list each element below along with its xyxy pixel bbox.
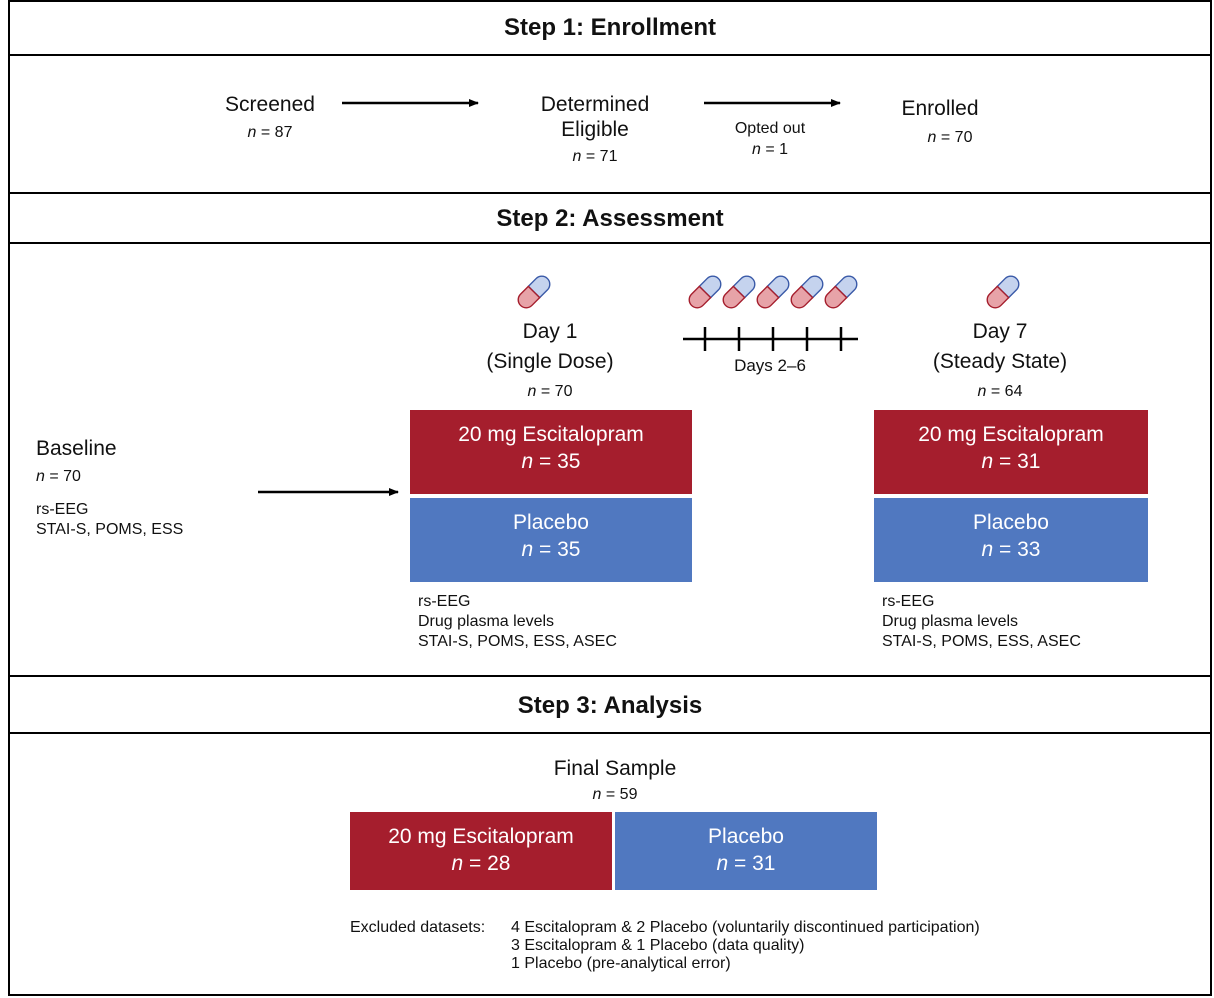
day1-drug-n: n = 35 — [521, 450, 581, 473]
day7-label: Day 7 — [972, 320, 1028, 343]
divider-step1-title — [8, 54, 1212, 56]
pill-icon — [821, 272, 861, 312]
divider-step3-top — [8, 675, 1212, 677]
pill-icon — [983, 272, 1023, 312]
day1-placebo-n: n = 35 — [521, 538, 581, 561]
screened-n: n = 87 — [247, 124, 293, 141]
measure-item: STAI-S, POMS, ESS — [36, 521, 184, 538]
day7-drug-n: n = 31 — [981, 450, 1041, 473]
day1-sublabel: (Single Dose) — [486, 350, 614, 373]
measure-item: rs-EEG — [882, 593, 935, 610]
final-placebo-box: Placebo n = 31 — [615, 812, 877, 890]
excluded-item: 1 Placebo (pre-analytical error) — [511, 955, 731, 972]
final-sample-n: n = 59 — [592, 786, 638, 803]
final-drug-n: n = 28 — [451, 852, 511, 875]
day1-measures: rs-EEG Drug plasma levels STAI-S, POMS, … — [418, 592, 617, 652]
divider-step2-top — [8, 192, 1212, 194]
excluded-label: Excluded datasets: — [350, 919, 486, 936]
opted-out-n: n = 1 — [751, 141, 789, 158]
pill-icon — [685, 272, 725, 312]
day7-drug-box: 20 mg Escitalopram n = 31 — [874, 410, 1148, 494]
day1-drug-box: 20 mg Escitalopram n = 35 — [410, 410, 692, 494]
step1-title: Step 1: Enrollment — [503, 14, 717, 41]
pill-icon — [719, 272, 759, 312]
pill-icon — [787, 272, 827, 312]
baseline-measures: rs-EEG STAI-S, POMS, ESS — [36, 500, 183, 540]
measure-item: rs-EEG — [36, 501, 89, 518]
enrolled-n: n = 70 — [927, 129, 973, 146]
measure-item: Drug plasma levels — [418, 613, 555, 630]
enrolled-label: Enrolled — [901, 97, 979, 120]
final-placebo-n: n = 31 — [716, 852, 776, 875]
day7-sublabel: (Steady State) — [932, 350, 1068, 373]
final-drug-box: 20 mg Escitalopram n = 28 — [350, 812, 612, 890]
pill-icon — [514, 272, 554, 312]
day7-n: n = 64 — [977, 383, 1023, 400]
screened-label: Screened — [225, 93, 315, 116]
excluded-item: 3 Escitalopram & 1 Placebo (data quality… — [511, 937, 805, 954]
eligible-n: n = 71 — [572, 148, 618, 165]
day1-n: n = 70 — [527, 383, 573, 400]
baseline-n: n = 70 — [36, 468, 81, 485]
step2-title: Step 2: Assessment — [496, 205, 724, 232]
day7-drug-label: 20 mg Escitalopram — [918, 423, 1104, 446]
excluded-item: 4 Escitalopram & 2 Placebo (voluntarily … — [511, 919, 980, 936]
day1-placebo-label: Placebo — [513, 511, 589, 534]
day7-measures: rs-EEG Drug plasma levels STAI-S, POMS, … — [882, 592, 1081, 652]
measure-item: rs-EEG — [418, 593, 471, 610]
measure-item: STAI-S, POMS, ESS, ASEC — [418, 633, 617, 650]
day7-placebo-box: Placebo n = 33 — [874, 498, 1148, 582]
day1-placebo-box: Placebo n = 35 — [410, 498, 692, 582]
pill-icon — [753, 272, 793, 312]
excluded-list: 4 Escitalopram & 2 Placebo (voluntarily … — [511, 919, 980, 973]
divider-step2-title — [8, 242, 1212, 244]
measure-item: Drug plasma levels — [882, 613, 1019, 630]
step3-title: Step 3: Analysis — [517, 692, 703, 719]
final-drug-label: 20 mg Escitalopram — [388, 825, 574, 848]
final-placebo-label: Placebo — [708, 825, 784, 848]
opted-out-label: Opted out — [734, 120, 806, 137]
final-sample-label: Final Sample — [553, 757, 677, 780]
day7-placebo-n: n = 33 — [981, 538, 1041, 561]
day1-label: Day 1 — [522, 320, 578, 343]
days-2-6-label: Days 2–6 — [734, 356, 806, 375]
day7-placebo-label: Placebo — [973, 511, 1049, 534]
timeline-days-2-6 — [683, 327, 858, 351]
day1-drug-label: 20 mg Escitalopram — [458, 423, 644, 446]
measure-item: STAI-S, POMS, ESS, ASEC — [882, 633, 1081, 650]
baseline-label: Baseline — [36, 437, 117, 460]
diagram-frame — [8, 0, 1212, 996]
divider-step3-title — [8, 732, 1212, 734]
